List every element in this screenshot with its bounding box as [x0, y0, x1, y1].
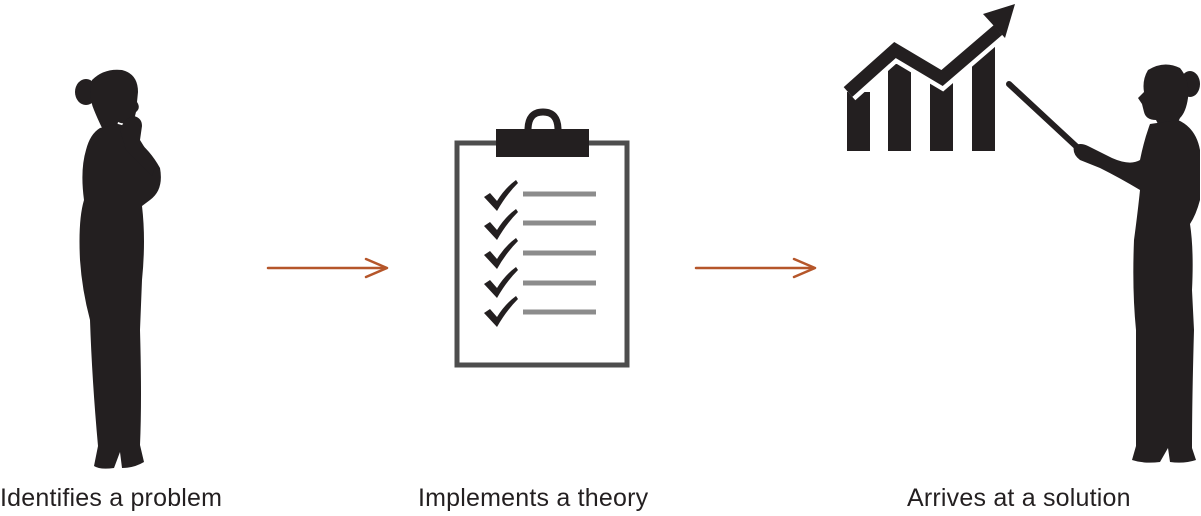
thinking-woman-icon [75, 69, 161, 469]
arrow-icon [266, 257, 389, 279]
checklist-lines [523, 191, 596, 315]
step-label-implements-theory: Implements a theory [418, 484, 649, 512]
step-label-identifies-problem: Identifies a problem [0, 484, 223, 512]
growth-chart-icon [840, 4, 1015, 151]
clipboard-checklist-icon [454, 108, 630, 368]
checkmark-icon [484, 180, 518, 327]
step-label-arrives-solution: Arrives at a solution [907, 484, 1131, 512]
arrow-icon [694, 257, 817, 279]
presenting-woman-icon [1006, 64, 1200, 463]
